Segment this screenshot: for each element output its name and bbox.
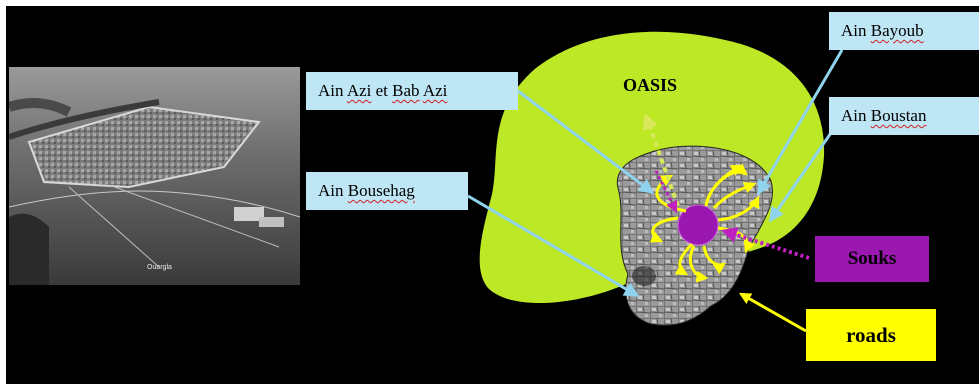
callout-ain-bousehag: Ain Bousehag bbox=[306, 172, 468, 210]
callout-text: Azi bbox=[347, 81, 372, 100]
roads-pointer-arrow bbox=[741, 294, 806, 331]
callout-text: Azi bbox=[423, 81, 448, 100]
callout-text: Ain bbox=[841, 106, 871, 125]
callout-text: et bbox=[371, 81, 392, 100]
oasis-label: OASIS bbox=[623, 75, 677, 96]
callout-ain-bayoub: Ain Bayoub bbox=[829, 12, 979, 50]
callout-ain-boustan: Ain Boustan bbox=[829, 97, 979, 135]
diagram-canvas: Ouargla bbox=[6, 6, 979, 384]
callout-text: Boustan bbox=[871, 106, 927, 125]
roads-label: roads bbox=[806, 309, 936, 361]
callout-text: Ain bbox=[318, 81, 347, 100]
callout-text: Ain bbox=[318, 181, 348, 200]
callout-text: Bousehag bbox=[348, 181, 415, 200]
callout-text: Bayoub bbox=[871, 21, 924, 40]
callout-text: Bab bbox=[392, 81, 419, 100]
callout-text: Ain bbox=[841, 21, 871, 40]
callout-ain-azi-et-bab-azi: Ain Azi et Bab Azi bbox=[306, 72, 518, 110]
medina-dark-spot bbox=[632, 266, 656, 286]
souks-label: Souks bbox=[815, 236, 929, 282]
